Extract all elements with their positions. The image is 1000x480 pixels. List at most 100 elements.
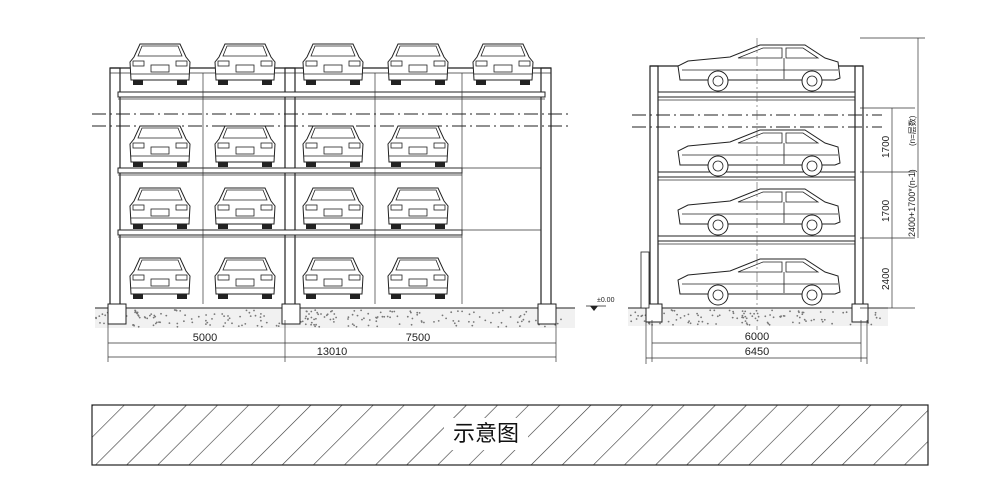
gravel-dot	[241, 324, 243, 327]
gravel-dot	[310, 323, 312, 326]
deck	[657, 91, 856, 98]
gravel-dot	[670, 309, 673, 311]
gravel-dot	[643, 320, 646, 322]
gravel-dot	[450, 311, 453, 314]
gravel-dot	[756, 312, 759, 315]
gravel-dot	[254, 314, 257, 317]
gravel-dot	[420, 321, 423, 323]
deck	[117, 167, 463, 174]
gravel-dot	[748, 324, 751, 326]
gravel-dot	[879, 317, 881, 320]
gravel-dot	[300, 321, 302, 323]
gravel-dot	[244, 323, 247, 325]
dim-width-inner: 6000	[745, 331, 769, 343]
side-decks	[657, 91, 856, 245]
gravel-dot	[520, 320, 523, 323]
gravel-dot	[137, 315, 140, 317]
gravel-dot	[675, 319, 678, 321]
deck	[117, 229, 463, 236]
gravel-dot	[275, 324, 278, 327]
gravel-dot	[213, 313, 216, 315]
gravel-dot	[672, 323, 674, 326]
gravel-dot	[314, 309, 317, 311]
gravel-dot	[393, 310, 396, 313]
gravel-dot	[375, 320, 378, 323]
gravel-dot	[304, 317, 307, 320]
gravel-dot	[452, 320, 455, 322]
gravel-dot	[318, 325, 321, 328]
car-rear-view	[302, 125, 364, 167]
gravel-dot	[701, 320, 704, 323]
front-decks	[117, 73, 546, 304]
gravel-dot	[308, 313, 310, 315]
gravel-dot	[184, 314, 187, 317]
gravel-dot	[870, 323, 873, 326]
gravel-dot	[277, 325, 280, 327]
gravel-dot	[796, 315, 799, 317]
gravel-dot	[418, 312, 421, 314]
gravel-dot	[473, 311, 475, 314]
gravel-dot	[457, 310, 459, 312]
gravel-dot	[353, 310, 356, 312]
gravel-dot	[697, 320, 700, 323]
gravel-dot	[205, 319, 207, 322]
gravel-dot	[688, 320, 690, 322]
gravel-dot	[757, 315, 760, 318]
gravel-dot	[347, 318, 349, 320]
gravel-dot	[516, 321, 519, 324]
gravel-dot	[746, 323, 749, 326]
gravel-dot	[355, 325, 358, 328]
gravel-dot	[525, 310, 528, 313]
gravel-dot	[491, 312, 494, 314]
gravel-dot	[741, 316, 743, 319]
gravel-dot	[560, 318, 562, 321]
gravel-dot	[360, 309, 362, 312]
gravel-dot	[875, 316, 878, 319]
car-rear-view	[129, 125, 191, 167]
gravel-dot	[363, 317, 365, 320]
gravel-dot	[146, 317, 149, 320]
car-rear-view	[129, 257, 191, 299]
gravel-dot	[433, 321, 435, 323]
dim-width-left: 5000	[193, 332, 217, 344]
gravel-dot	[732, 310, 734, 313]
gravel-dot	[205, 323, 207, 325]
gravel-dot	[245, 309, 248, 312]
gravel-dot	[323, 316, 326, 318]
side-cars	[677, 44, 841, 306]
gravel-dot	[457, 320, 460, 322]
gravel-dot	[406, 315, 409, 318]
car-side-view	[677, 44, 841, 92]
gravel-dot	[687, 313, 690, 316]
gravel-dot	[320, 313, 322, 315]
deck	[117, 91, 546, 98]
gravel-dot	[158, 321, 160, 323]
car-rear-view	[302, 257, 364, 299]
banner-label-backdrop	[444, 418, 528, 450]
front-break-lines	[92, 113, 570, 127]
gravel-dot	[313, 323, 315, 326]
gravel-dot	[441, 314, 444, 317]
gravel-dot	[259, 316, 262, 318]
gravel-dot	[764, 315, 767, 318]
car-rear-view	[129, 187, 191, 229]
gravel-dot	[831, 322, 833, 325]
gravel-dot	[472, 321, 475, 323]
gravel-dot	[389, 310, 392, 312]
gravel-dot	[798, 316, 801, 319]
gravel-dot	[810, 319, 813, 322]
gravel-dot	[137, 325, 140, 328]
gravel-dot	[753, 312, 755, 315]
gravel-dot	[227, 315, 229, 317]
gravel-dot	[99, 322, 101, 324]
gravel-dot	[823, 318, 826, 321]
car-rear-view	[214, 257, 276, 299]
gravel-dot	[641, 314, 644, 317]
gravel-dot	[696, 312, 698, 315]
gravel-dot	[155, 321, 158, 324]
car-side-view	[677, 258, 841, 306]
side-ground	[628, 251, 888, 326]
gravel-dot	[368, 319, 371, 321]
gravel-dot	[260, 313, 262, 315]
car-rear-view	[387, 257, 449, 299]
